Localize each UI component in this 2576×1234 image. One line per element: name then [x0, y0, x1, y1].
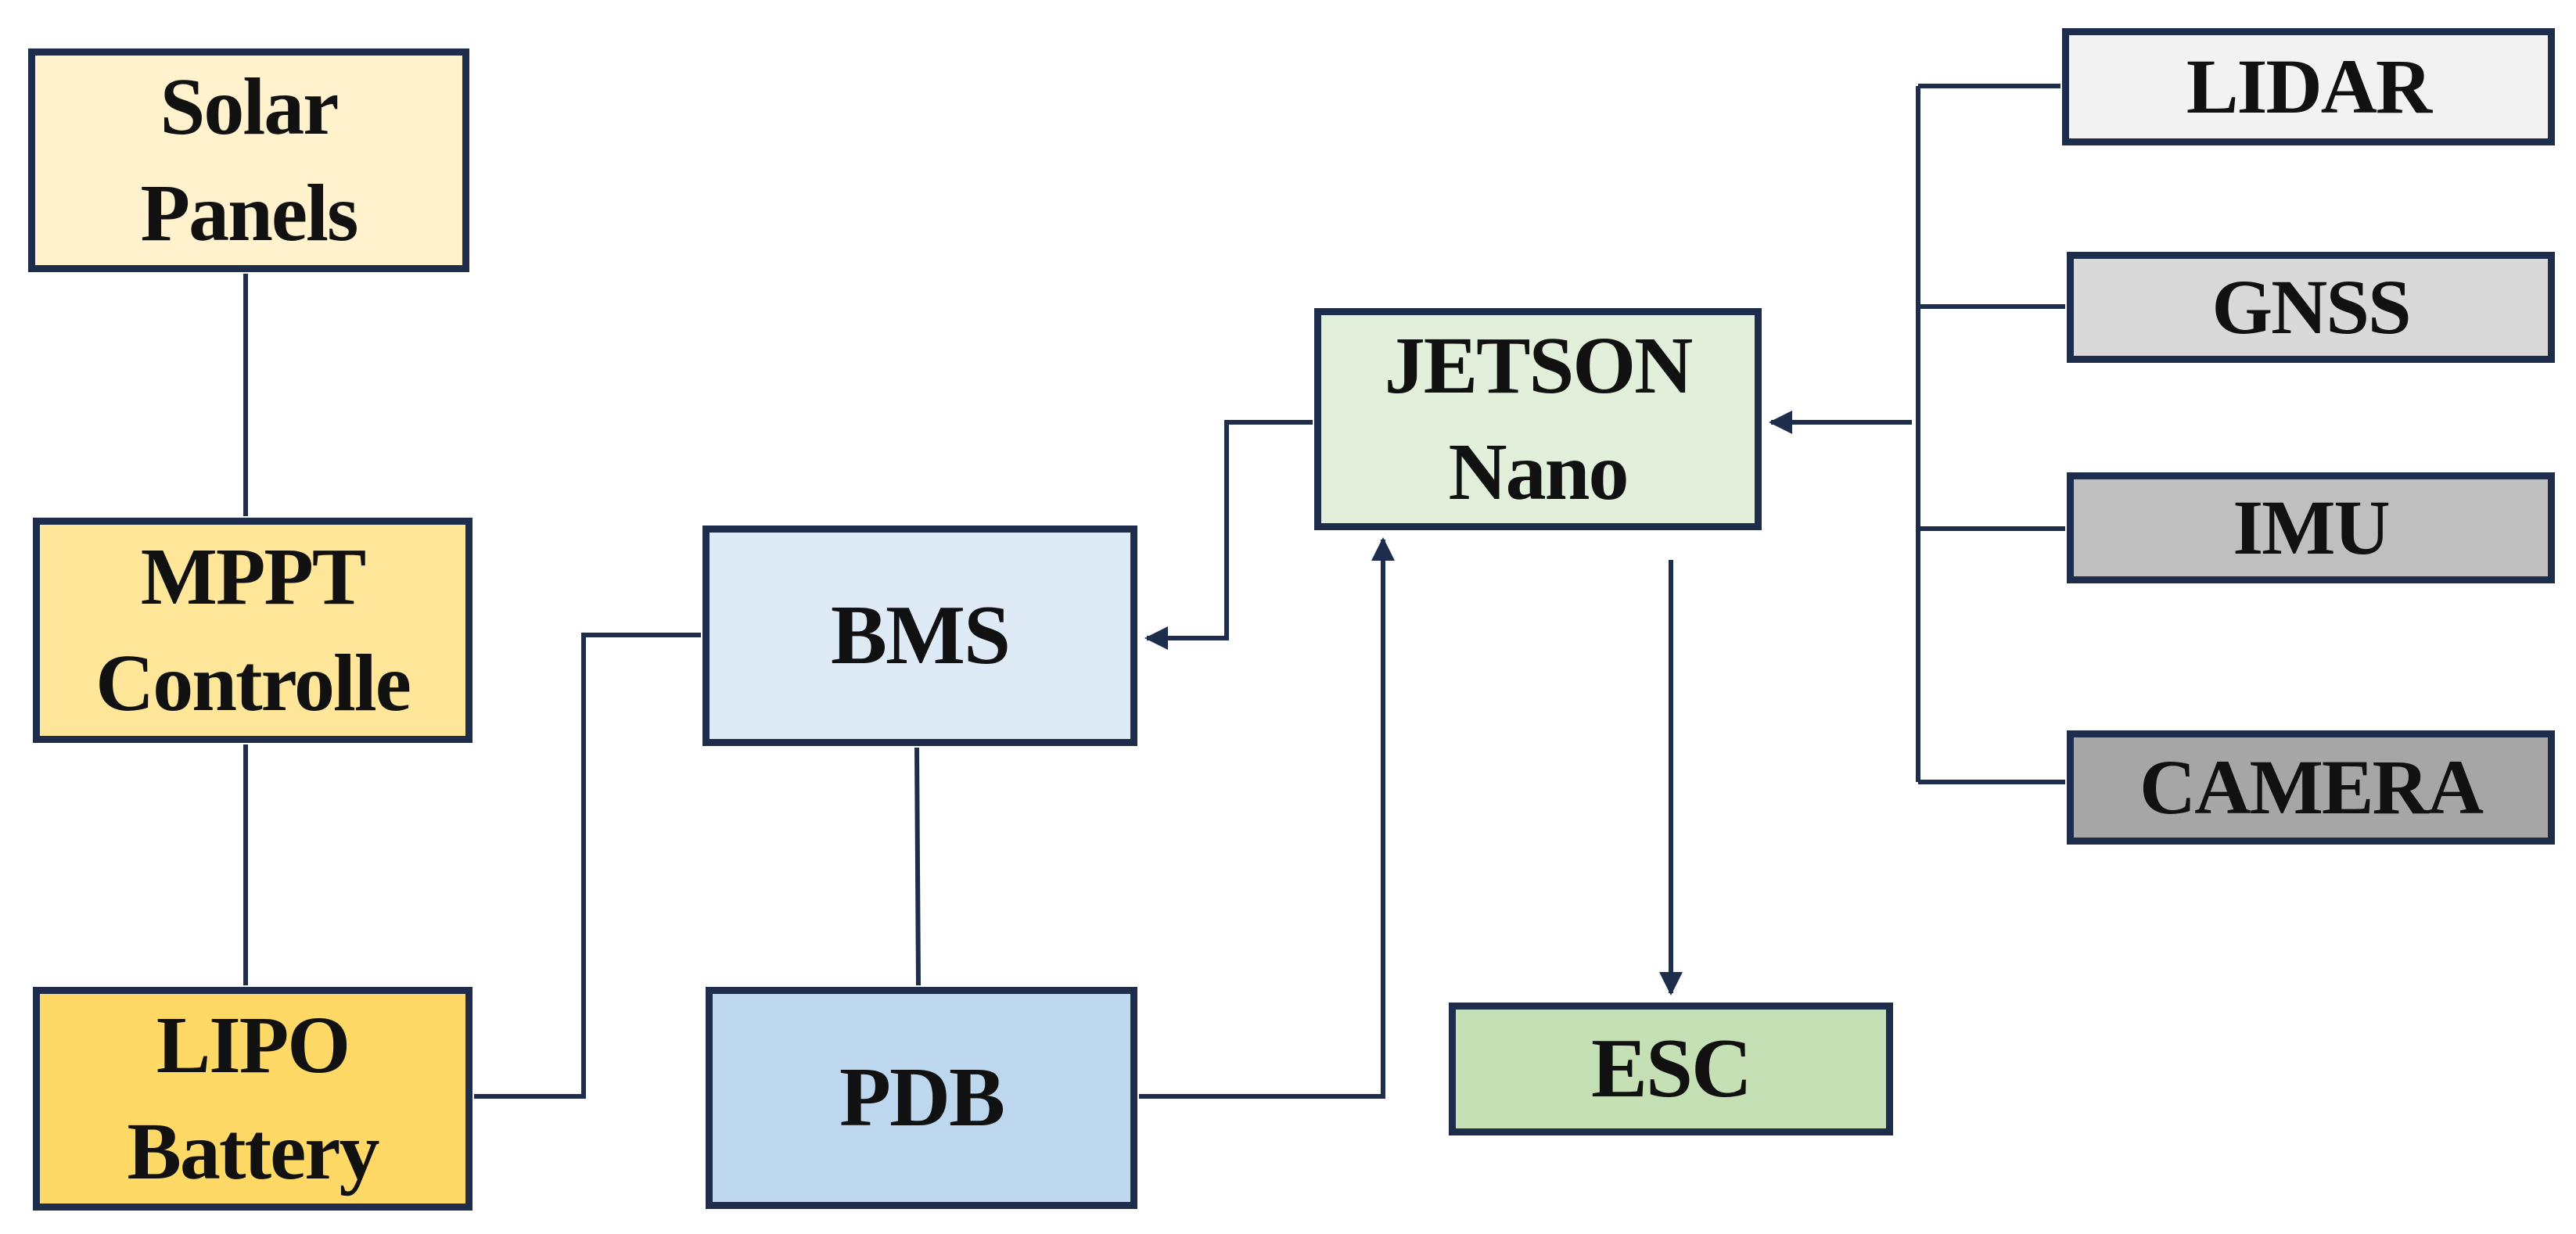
node-lidar: LIDAR: [2062, 28, 2555, 145]
node-lipo-battery: LIPO Battery: [33, 987, 472, 1211]
node-camera-label: CAMERA: [2139, 744, 2484, 830]
node-esc: ESC: [1449, 1003, 1893, 1135]
node-esc-label: ESC: [1590, 1022, 1752, 1115]
node-pdb-label: PDB: [839, 1051, 1005, 1144]
node-gnss: GNSS: [2067, 252, 2555, 363]
node-solar-panels-label: Solar Panels: [140, 62, 359, 258]
node-mppt-controller: MPPT Controlle: [33, 518, 472, 743]
node-camera: CAMERA: [2067, 730, 2555, 845]
node-gnss-label: GNSS: [2211, 264, 2411, 350]
node-lidar-label: LIDAR: [2186, 43, 2432, 130]
edge-bms-pdb: [914, 747, 921, 986]
node-jetson-nano: JETSON Nano: [1314, 308, 1762, 530]
node-imu: IMU: [2067, 472, 2555, 583]
node-imu-label: IMU: [2233, 484, 2391, 571]
edge-jetson-bms-arrow: [1144, 420, 1313, 650]
node-lipo-battery-label: LIPO Battery: [127, 1000, 380, 1196]
node-bms: BMS: [702, 526, 1137, 746]
node-solar-panels: Solar Panels: [28, 48, 469, 272]
node-mppt-controller-label: MPPT Controlle: [95, 532, 411, 728]
node-jetson-nano-label: JETSON Nano: [1384, 321, 1694, 517]
node-pdb: PDB: [706, 987, 1137, 1209]
edge-pdb-jetson-arrow: [1139, 537, 1395, 1099]
edge-lipo-bms: [474, 633, 701, 1099]
node-bms-label: BMS: [830, 589, 1011, 682]
